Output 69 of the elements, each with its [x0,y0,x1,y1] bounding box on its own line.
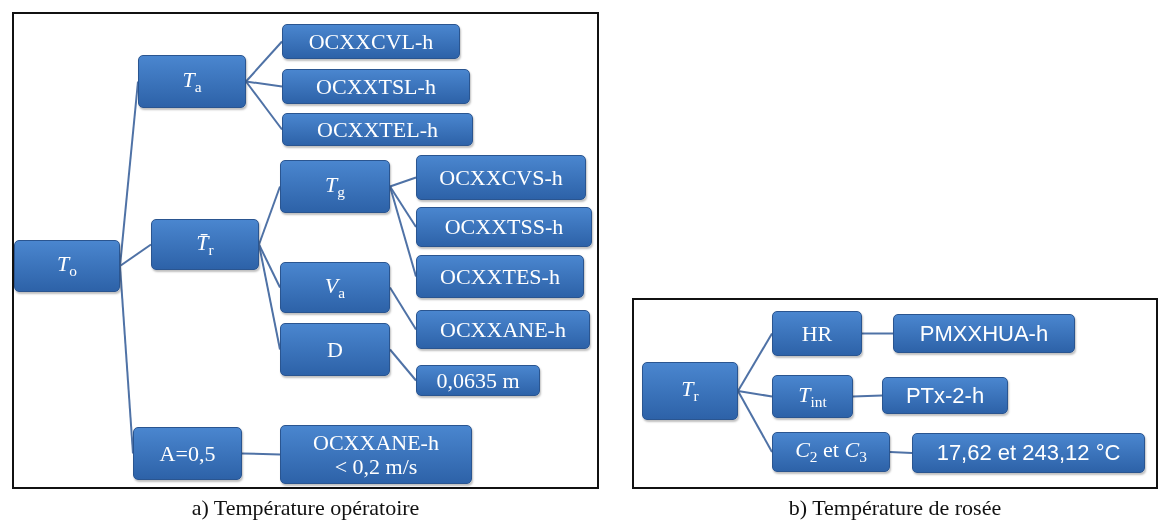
connector-line [389,185,417,278]
tree-box [416,310,590,349]
tree-box [151,219,259,270]
connector-line [241,452,281,456]
tree-box [772,432,890,472]
tree-box [416,255,584,298]
tree-box [133,427,242,480]
tree-box [138,55,246,108]
box-label: PTx-2-h [905,383,985,408]
box-label: D [327,337,343,362]
box-label: 0,0635 m [436,368,520,393]
connector-line [119,243,152,267]
connector-line [389,185,417,228]
tree-box [772,311,862,356]
box-label: T̄$_{r}$ [196,230,214,259]
box-label: T$_{o}$ [57,252,77,280]
tree-box [882,377,1008,414]
tree-box [280,262,390,313]
box-label: T$_{int}$ [798,382,827,411]
box-label: OCXXCVL-h [308,29,434,54]
box-label: OCXXTEL-h [317,117,438,142]
connector-line [245,80,283,131]
box-label: HR [801,321,833,346]
connector-line [389,286,417,331]
box-label: V$_{a}$ [324,273,346,302]
connector-line [852,394,883,398]
tree-box [282,69,470,104]
connector-line [245,80,283,88]
connector-line [861,332,894,335]
tree-box [416,365,540,396]
connector-line [737,390,773,453]
box-label: PMXXHUA-h [919,321,1049,346]
connector-line [245,40,283,83]
box-label: 17,62 et 243,12 °C [936,441,1121,465]
connector-line [737,390,773,398]
tree-box [14,240,120,292]
tree-box [282,113,473,146]
connector-line [258,185,281,246]
connector-line [119,265,134,455]
box-label: T$_{g}$ [325,172,345,201]
tree-box [416,155,586,200]
tree-box [893,314,1075,353]
box-label: OCXXANE-h < 0,2 m/s [312,431,440,478]
connector-line [258,243,281,289]
tree-box [280,160,390,213]
panel-caption: a) Température opératoire [191,495,420,521]
tree-box [280,425,472,484]
box-label: OCXXTSL-h [316,74,436,99]
connector-line [119,80,139,267]
connector-line [389,348,417,382]
tree-box [642,362,738,420]
connector-line [889,451,913,454]
tree-box [912,433,1145,473]
panel-caption: b) Température de rosée [788,495,1002,521]
box-label: A=0,5 [159,441,216,466]
box-label: T$_{r}$ [681,377,699,405]
tree-box [772,375,853,418]
tree-box [282,24,460,59]
box-label: C$_{2}$ et C$_{3}$ [795,438,867,466]
connector-line [389,176,417,188]
box-label: OCXXTES-h [440,264,560,289]
tree-box [280,323,390,376]
box-label: OCXXCVS-h [439,165,563,190]
connector-line [737,332,773,392]
connector-line [258,243,281,351]
box-label: OCXXTSS-h [444,215,564,239]
box-label: T$_{a}$ [182,67,202,96]
tree-box [416,207,592,247]
box-label: OCXXANE-h [440,317,566,342]
